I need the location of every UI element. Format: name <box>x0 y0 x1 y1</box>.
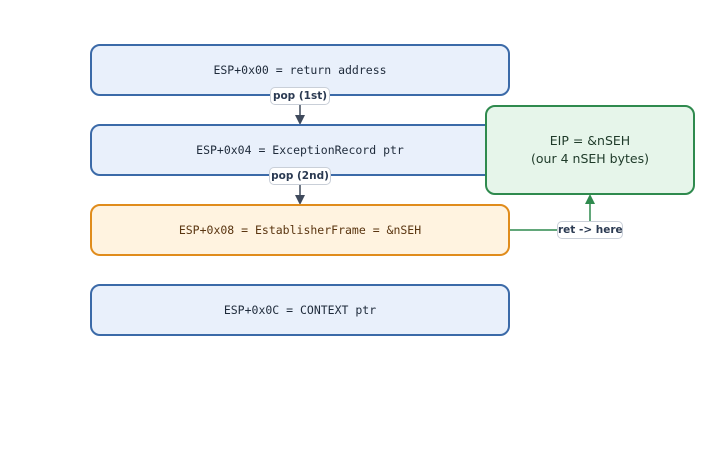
pop1-label: pop (1st) <box>270 87 330 105</box>
pop2-label: pop (2nd) <box>269 167 331 185</box>
stack-slot-label: ESP+0x08 = EstablisherFrame = &nSEH <box>178 223 422 237</box>
eip-result-box: EIP = &nSEH (our 4 nSEH bytes) <box>485 105 695 195</box>
stack-slot-esp-00: ESP+0x00 = return address <box>90 44 510 96</box>
eip-result-line1: EIP = &nSEH <box>549 133 631 148</box>
stack-slot-esp-0c: ESP+0x0C = CONTEXT ptr <box>90 284 510 336</box>
stack-slot-esp-08: ESP+0x08 = EstablisherFrame = &nSEH <box>90 204 510 256</box>
stack-slot-label: ESP+0x0C = CONTEXT ptr <box>223 303 377 317</box>
eip-result-line2: (our 4 nSEH bytes) <box>531 151 649 166</box>
stack-slot-label: ESP+0x04 = ExceptionRecord ptr <box>196 143 404 157</box>
stack-slot-label: ESP+0x00 = return address <box>213 63 387 77</box>
ret-label: ret -> here <box>557 221 623 239</box>
